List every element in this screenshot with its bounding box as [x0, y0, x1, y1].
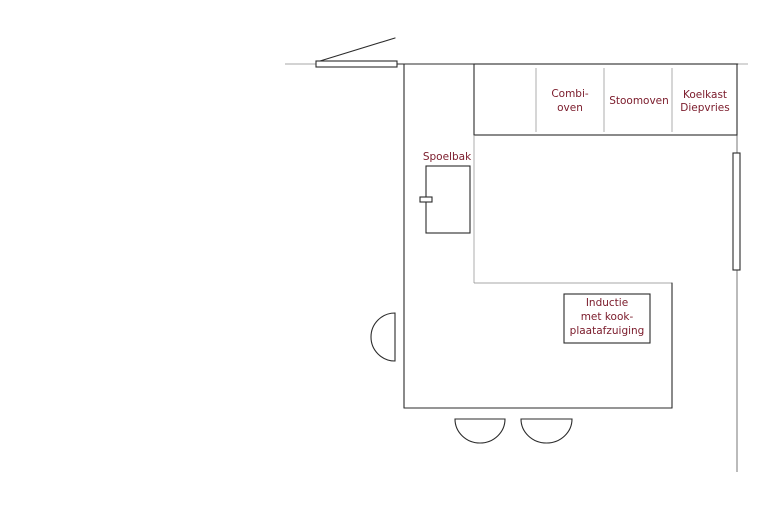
door-swing-icon — [370, 312, 396, 362]
sink-label: Spoelbak — [423, 151, 472, 163]
induction-cooktop — [563, 293, 651, 344]
induction-label-line1: Inductie — [586, 297, 628, 309]
right-window-icon — [732, 152, 741, 271]
induction-label-line3: plaatafzuiging — [570, 325, 645, 337]
induction-label-line2: met kook- — [581, 311, 634, 323]
bar-stool-icon — [454, 418, 506, 444]
sink-basin — [425, 165, 471, 234]
fridge-freezer-label-line2: Diepvries — [680, 102, 730, 114]
faucet-icon — [419, 196, 433, 203]
window-icon — [315, 37, 398, 68]
combi-oven-label-line1: Combi- — [551, 88, 589, 100]
steam-oven-label: Stoomoven — [609, 95, 669, 107]
tall-cabinet-block — [473, 63, 738, 136]
bar-stool-icon — [520, 418, 573, 444]
combi-oven-label-line2: oven — [557, 102, 583, 114]
fridge-freezer-label-line1: Koelkast — [683, 89, 727, 101]
